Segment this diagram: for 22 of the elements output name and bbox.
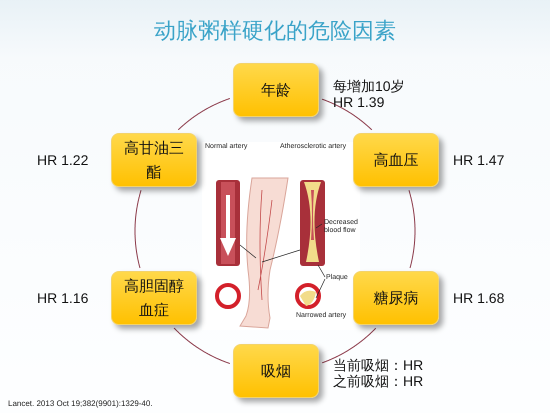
hazard-ratio-text: HR 1.16 <box>37 290 88 306</box>
ring-connector <box>174 328 230 364</box>
ring-connector <box>322 98 372 130</box>
hazard-ratio-text: HR 1.39 <box>333 94 384 110</box>
ring-connector <box>178 98 230 130</box>
hazard-ratio-text: 之前吸烟：HR <box>333 373 424 389</box>
risk-factor-box: 高甘油三酯 <box>111 133 197 187</box>
ring-connector <box>322 328 376 364</box>
risk-factor-box: 年龄 <box>233 63 319 117</box>
hazard-ratio-text: HR 1.47 <box>453 152 504 168</box>
hazard-ratio-text: 每增加10岁 <box>333 78 405 94</box>
hazard-ratio-text: 当前吸烟：HR <box>333 357 424 373</box>
risk-factor-box: 吸烟 <box>233 344 319 398</box>
ring-connector <box>408 190 416 268</box>
risk-factor-box: 糖尿病 <box>353 271 439 325</box>
hazard-ratio-text: HR 1.22 <box>37 152 88 168</box>
hazard-ratio-text: HR 1.68 <box>453 290 504 306</box>
risk-factor-box: 高胆固醇血症 <box>111 271 197 325</box>
risk-factor-box: 高血压 <box>353 133 439 187</box>
title: 动脉粥样硬化的危险因素 <box>153 18 397 46</box>
ring-connector <box>134 190 142 268</box>
citation-text: Lancet. 2013 Oct 19;382(9901):1329-40. <box>8 400 153 408</box>
